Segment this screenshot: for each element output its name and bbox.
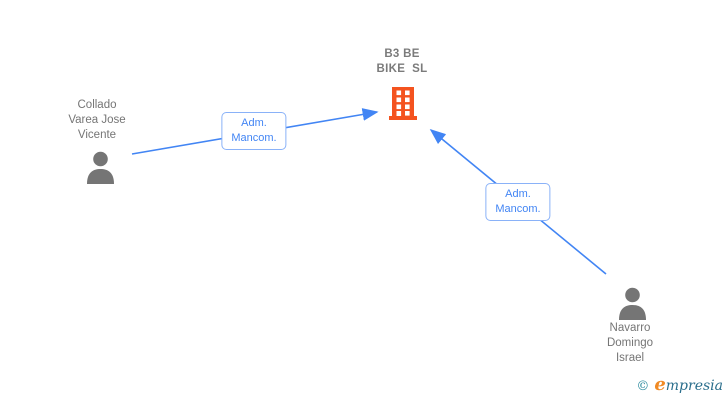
person-name: Collado Varea Jose Vicente bbox=[68, 99, 126, 141]
copyright-icon: © bbox=[636, 379, 650, 394]
person-icon bbox=[617, 287, 648, 320]
empresia-logo: © empresia bbox=[636, 376, 723, 396]
building-icon bbox=[388, 87, 418, 120]
person-icon bbox=[85, 151, 116, 184]
brand-name: mpresia bbox=[665, 378, 723, 394]
person-name: Navarro Domingo Israel bbox=[606, 322, 654, 364]
edge-label-adm-mancom-1[interactable]: Adm. Mancom. bbox=[221, 112, 287, 150]
edge-label-adm-mancom-2[interactable]: Adm. Mancom. bbox=[485, 183, 551, 221]
company-name: B3 BE BIKE SL bbox=[376, 48, 428, 75]
brand-initial: e bbox=[654, 374, 666, 395]
